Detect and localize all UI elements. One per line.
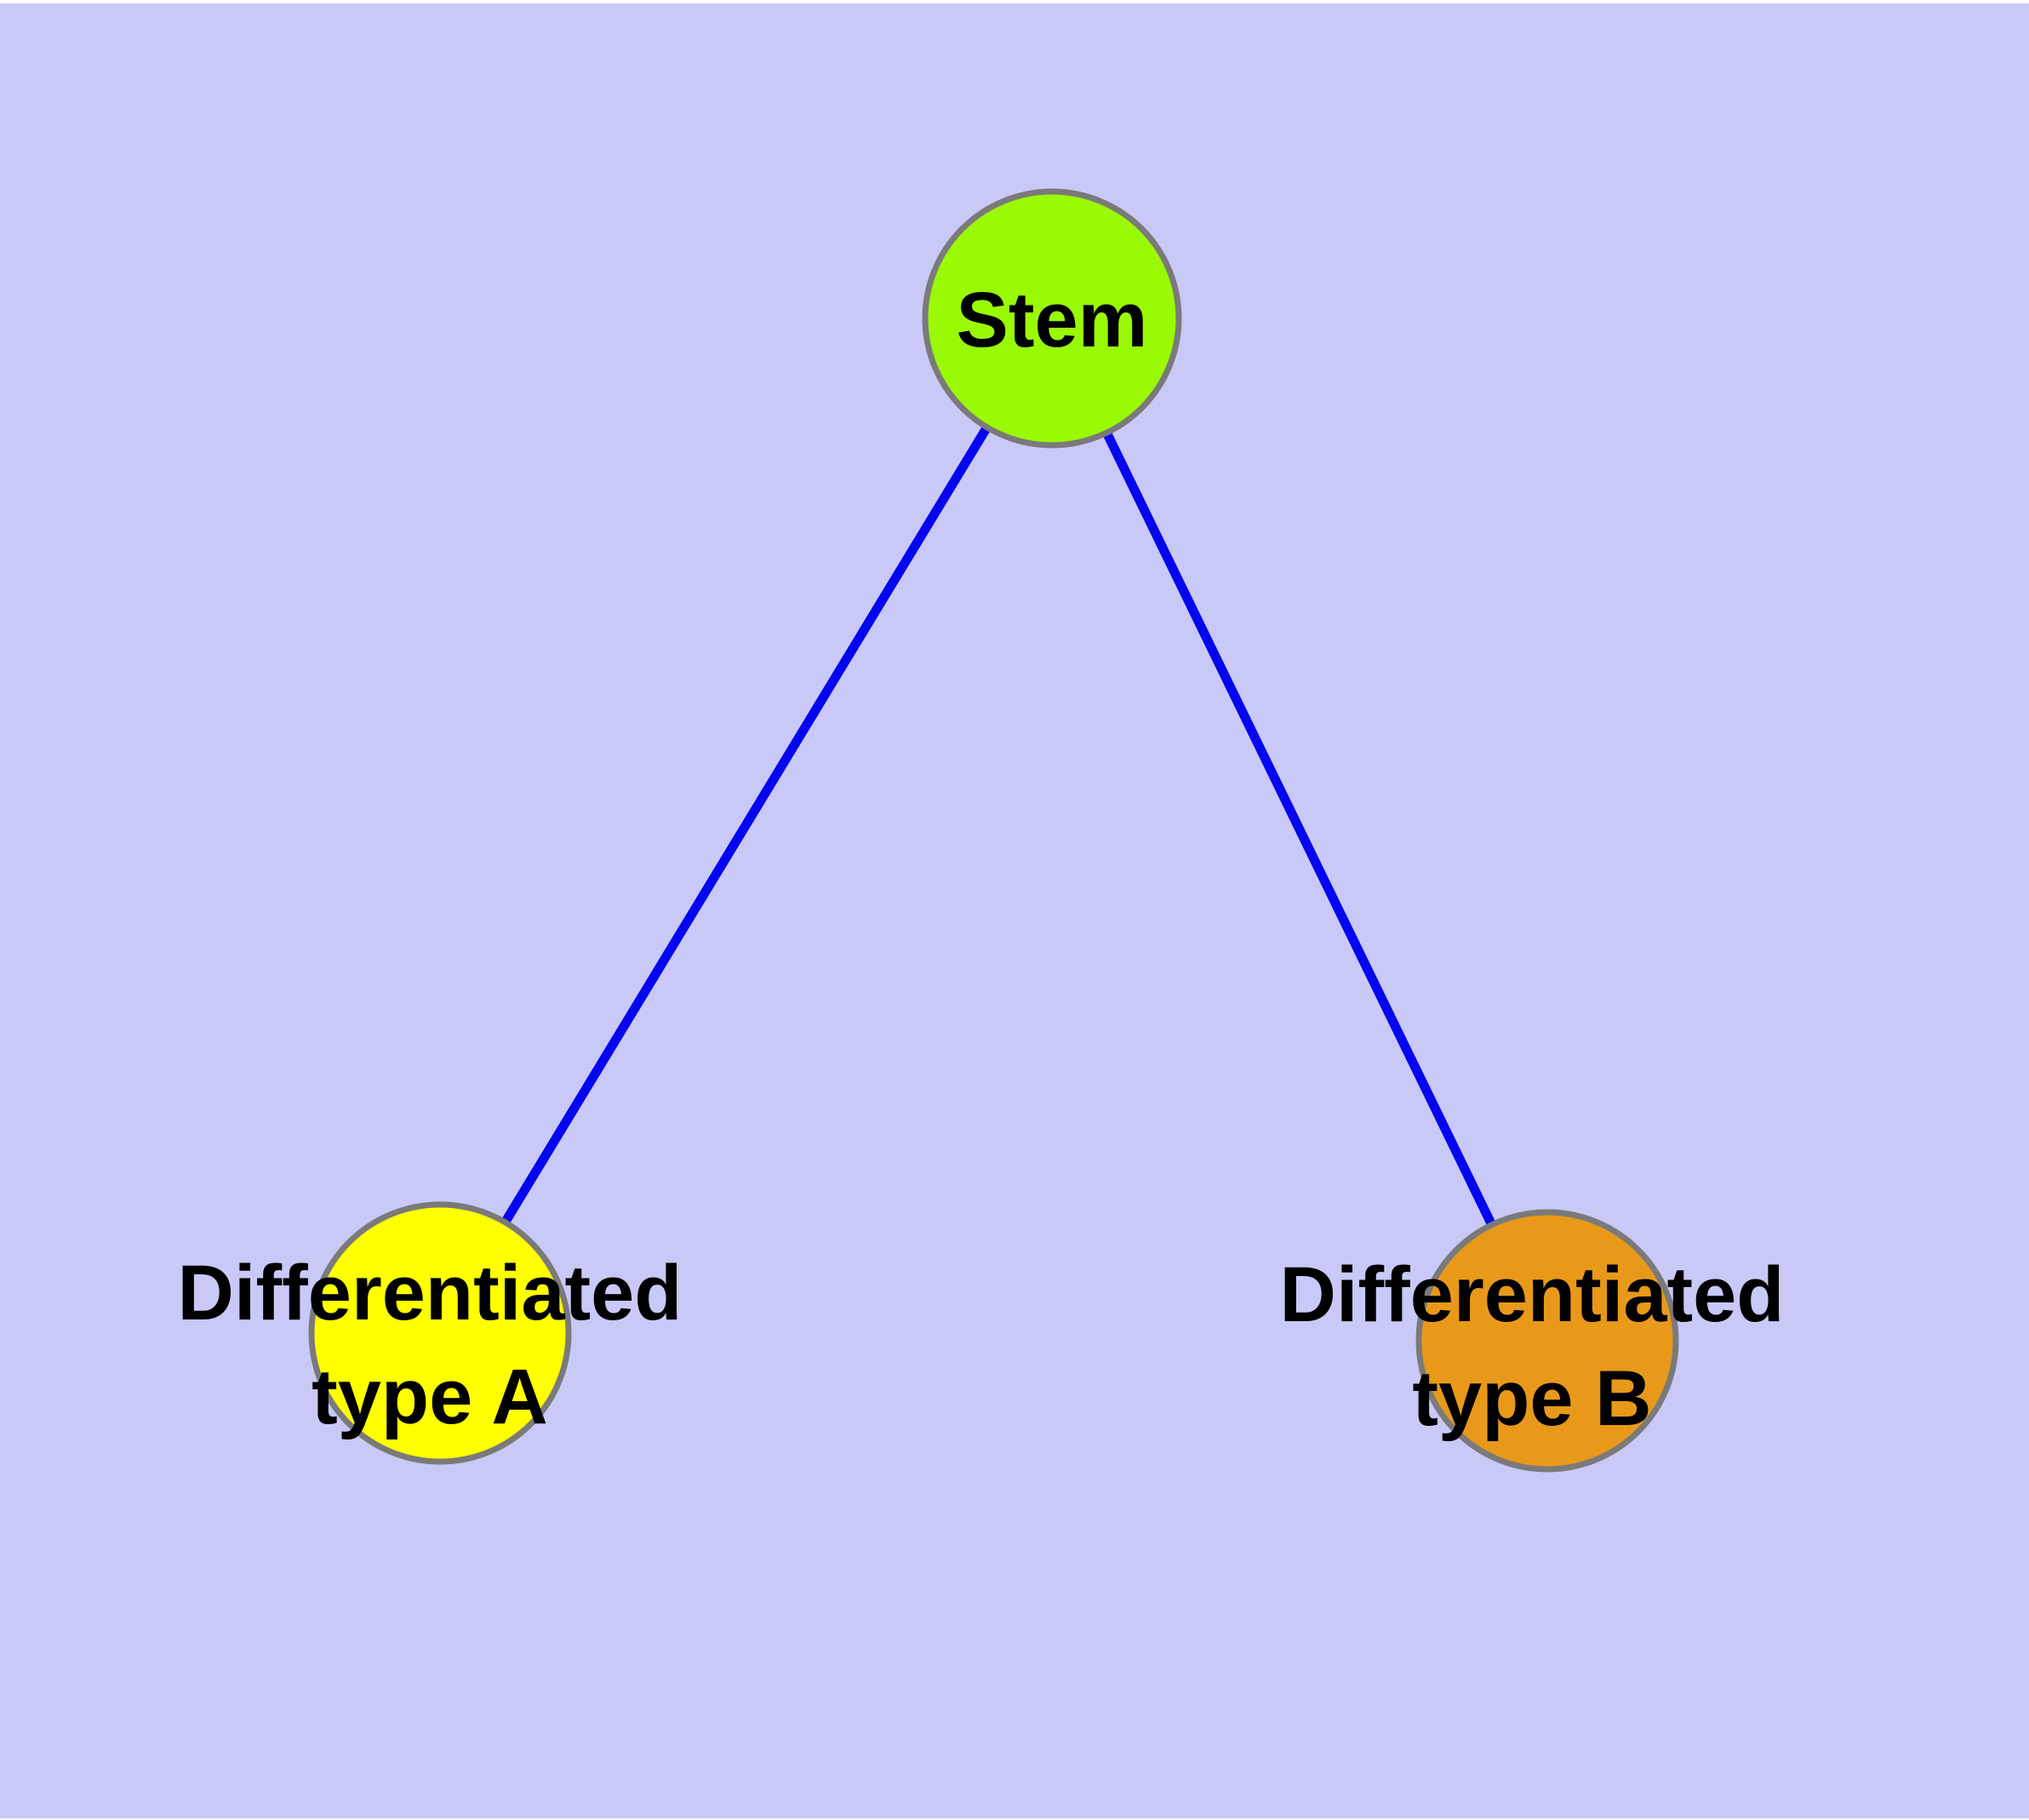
diagram-canvas: Stem Differentiated type A Differentiate… (0, 3, 2029, 1818)
node-type-a-label: Differentiated type A (178, 1241, 683, 1449)
node-type-b-circle (1415, 1209, 1679, 1473)
node-type-a-label-line1: Differentiated (177, 1250, 683, 1336)
graph-svg (308, 188, 1679, 1473)
node-stem-label-line: Stem (956, 277, 1148, 363)
edge-stem-to-type-a (436, 318, 1056, 1332)
node-stem-circle (922, 188, 1182, 449)
node-type-b-label-line2: type B (1412, 1355, 1652, 1442)
edge-stem-to-type-b (1048, 318, 1552, 1342)
node-type-a-circle (308, 1201, 572, 1465)
node-type-a-label-line2: type A (311, 1354, 548, 1440)
node-type-b-label: Differentiated type B (1280, 1243, 1785, 1451)
node-type-b-label-line1: Differentiated (1279, 1251, 1785, 1338)
node-stem-label: Stem (957, 268, 1148, 372)
